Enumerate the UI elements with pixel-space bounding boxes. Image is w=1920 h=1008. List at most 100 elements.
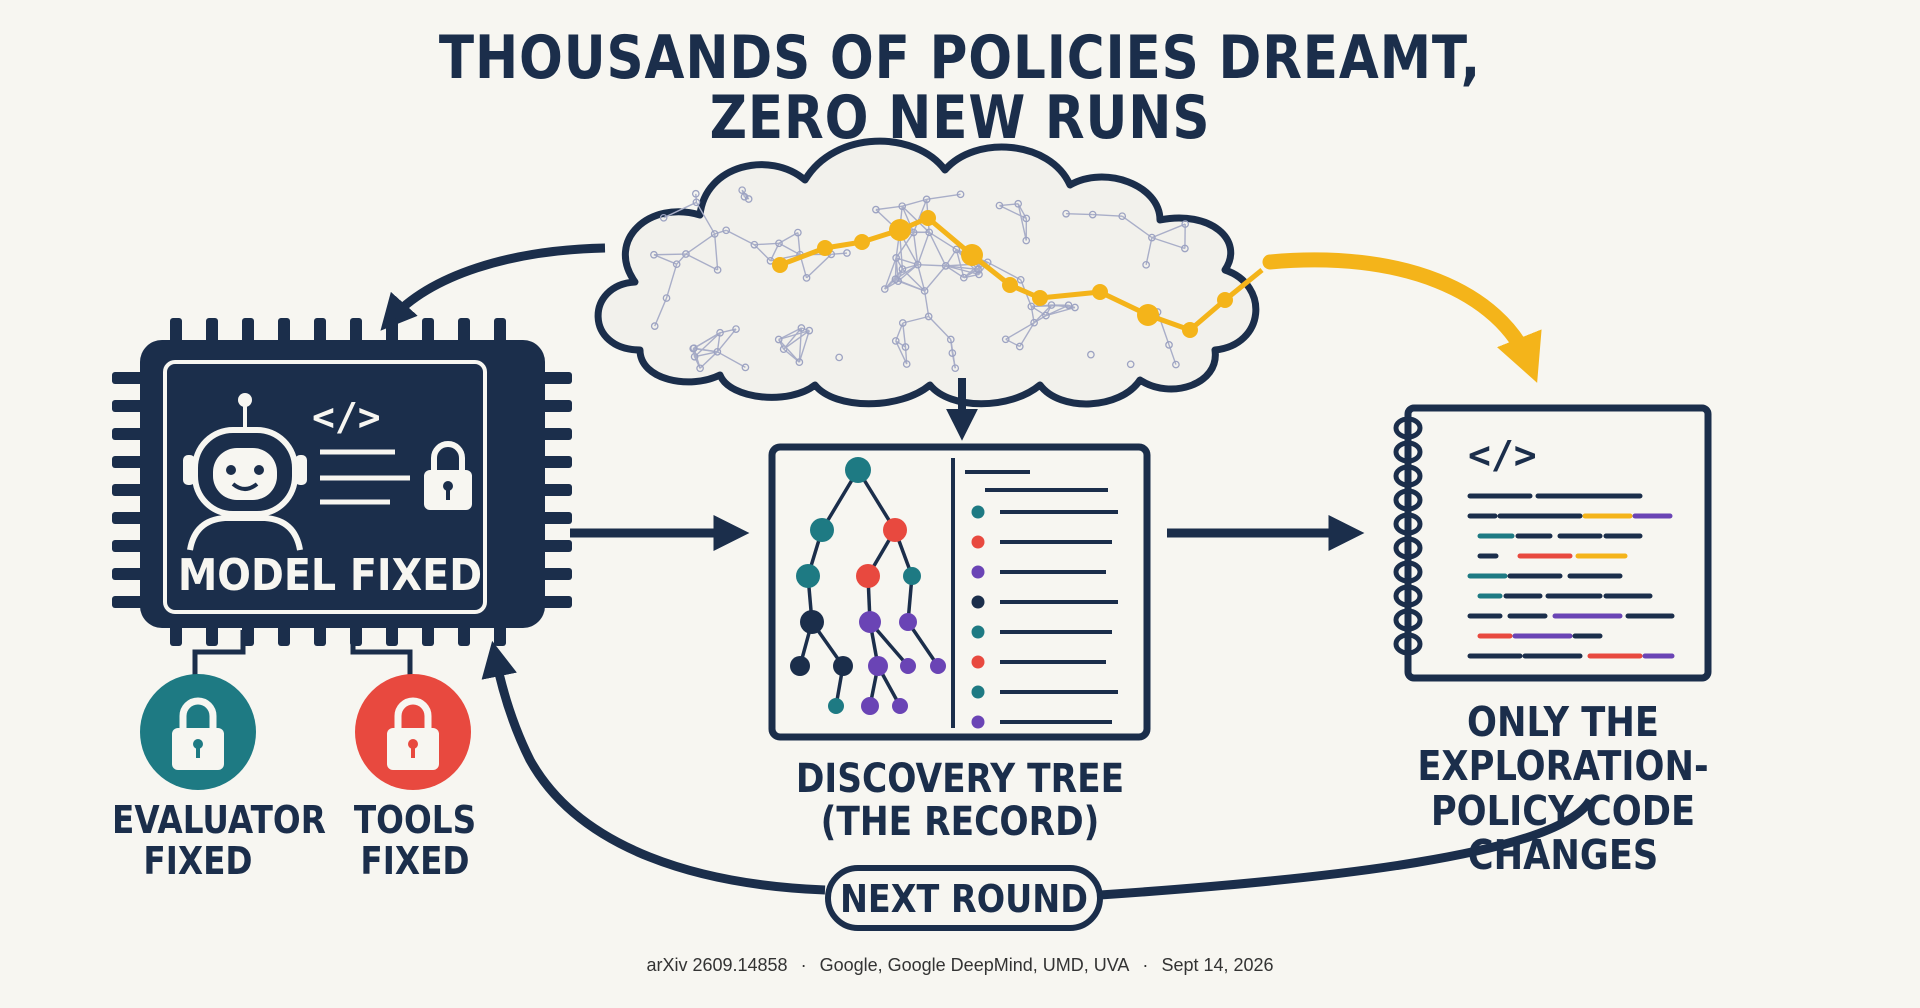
network-node xyxy=(1015,342,1024,351)
network-edge xyxy=(895,340,906,348)
evaluator-label-line-2: FIXED xyxy=(143,839,253,884)
network-edge xyxy=(945,265,979,271)
chip-pin xyxy=(112,540,146,552)
network-edge xyxy=(1151,236,1186,250)
network-node xyxy=(740,192,749,201)
network-edge xyxy=(895,257,904,270)
network-edge xyxy=(926,193,961,201)
network-node xyxy=(662,294,671,302)
code-lines xyxy=(1467,493,1675,659)
chip-pin xyxy=(538,372,572,384)
network-edge xyxy=(1005,338,1021,348)
network-node xyxy=(924,312,933,321)
chip-pin xyxy=(278,318,290,346)
tree-node xyxy=(903,567,921,585)
network-node xyxy=(898,265,907,273)
network-node xyxy=(738,186,747,195)
list-dot xyxy=(971,625,985,639)
network-edge xyxy=(999,204,1027,220)
chip-pin xyxy=(350,318,362,346)
network-edge xyxy=(1017,203,1027,241)
network-node xyxy=(974,265,982,274)
network-node xyxy=(891,275,900,284)
best-path-node xyxy=(1092,284,1108,300)
best-path-node xyxy=(961,244,983,266)
network-node xyxy=(1088,210,1097,219)
network-node xyxy=(925,228,934,237)
chip-pin xyxy=(538,568,572,580)
network-node xyxy=(1027,302,1036,311)
network-edge xyxy=(895,264,919,280)
tree-node xyxy=(828,698,844,714)
separator: · xyxy=(800,955,807,975)
evaluator-fixed-label: EVALUATOR FIXED xyxy=(112,798,326,884)
page-title-line-2: ZERO NEW RUNS xyxy=(709,83,1211,153)
network-edge xyxy=(912,199,928,233)
network-node xyxy=(744,195,753,203)
policy-code-notebook: </> xyxy=(1393,404,1712,682)
tree-node xyxy=(861,697,879,715)
network-edge xyxy=(955,249,965,278)
chip-pin xyxy=(112,456,146,468)
best-path-node xyxy=(1002,277,1018,293)
network-edge xyxy=(902,315,929,324)
network-edge xyxy=(901,205,915,233)
list-dot xyxy=(971,535,985,549)
network-edge xyxy=(754,242,780,246)
network-node xyxy=(722,226,731,235)
tree-graph xyxy=(790,457,946,715)
network-node xyxy=(805,326,814,335)
network-edge xyxy=(912,232,919,265)
network-node xyxy=(794,228,802,237)
network-node xyxy=(691,189,700,198)
network-node xyxy=(1064,301,1073,310)
network-node xyxy=(750,240,759,249)
best-path-node xyxy=(920,210,936,226)
network-edge xyxy=(977,269,980,275)
best-path-node xyxy=(1182,322,1198,338)
network-node xyxy=(902,360,911,368)
network-node xyxy=(1126,360,1135,369)
chip-connectors xyxy=(192,630,413,680)
discovery-tree-panel xyxy=(768,443,1151,741)
network-edge xyxy=(695,201,716,235)
arrow-next-round-loop xyxy=(495,655,1594,900)
lock-icon xyxy=(424,441,472,510)
model-chip: </> MODEL FIXED xyxy=(112,318,572,646)
network-node xyxy=(1030,318,1038,327)
evaluator-label-line-1: EVALUATOR xyxy=(112,798,326,842)
network-edge xyxy=(713,233,719,271)
network-node xyxy=(802,274,811,282)
tree-node xyxy=(810,518,834,542)
network-node xyxy=(1181,220,1190,228)
network-node xyxy=(872,205,880,214)
network-node xyxy=(692,198,701,207)
list-dot xyxy=(971,505,985,519)
spiral-ring xyxy=(1393,464,1423,488)
network-edge xyxy=(778,339,800,363)
network-node xyxy=(898,319,907,327)
tree-node xyxy=(859,611,881,633)
lock-icon xyxy=(172,697,224,770)
chip-pin xyxy=(206,318,218,346)
network-edge xyxy=(928,316,952,341)
spiral-ring xyxy=(1393,440,1423,464)
network-edge xyxy=(1019,322,1035,347)
tree-node xyxy=(796,564,820,588)
chip-pin xyxy=(538,484,572,496)
network-edge xyxy=(917,264,926,292)
chip-pin xyxy=(538,428,572,440)
network-edge xyxy=(902,322,907,348)
network-node xyxy=(1148,233,1156,242)
network-edge xyxy=(917,232,930,265)
discovery-label-line-2: (THE RECORD) xyxy=(820,799,1100,846)
network-edge xyxy=(714,229,727,235)
chip-pin xyxy=(422,318,434,346)
chip-pin xyxy=(494,318,506,346)
lock-icon xyxy=(387,697,439,770)
network-edge xyxy=(1121,215,1153,239)
network-node xyxy=(901,343,910,351)
chip-pin xyxy=(538,540,572,552)
network-node xyxy=(959,273,968,282)
network-edge xyxy=(695,193,698,203)
